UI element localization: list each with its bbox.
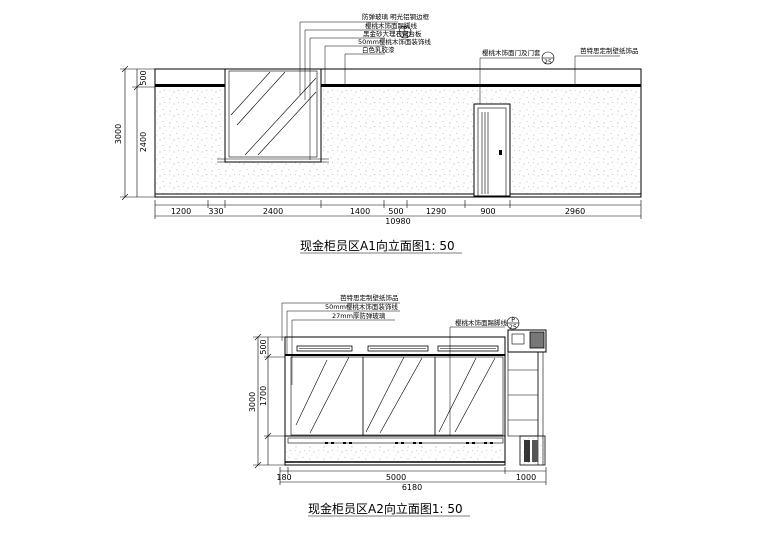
a2-base-texture <box>286 446 504 461</box>
a1-vertical-dims: 3000 500 2400 <box>114 65 155 201</box>
svg-text:P: P <box>511 317 515 324</box>
a2-title: 现金柜员区A2向立面图1: 50 <box>308 501 463 516</box>
a1-horizontal-dims: 1200 330 2400 1400 500 1290 900 2960 109… <box>154 200 642 226</box>
a1-note-trim: 50mm樱桃木饰面装饰线 <box>358 37 431 46</box>
a1-top-trim <box>155 84 641 87</box>
a1-leaders <box>299 21 620 160</box>
a2-outlets <box>325 442 493 444</box>
a2-note-glass: 27mm厚防弹玻璃 <box>332 311 386 320</box>
a1-dim-w3: 2400 <box>263 207 283 216</box>
a2-wall-outline <box>284 336 506 466</box>
elevation-a1: 3000 500 2400 1200 330 2400 1400 500 129… <box>114 12 642 254</box>
a1-door <box>473 103 511 197</box>
a2-note-skirting: 樱桃木饰面踢脚线 <box>455 318 508 327</box>
a1-dim-w5: 500 <box>388 207 403 216</box>
a2-vertical-dims: 3000 500 1700 <box>248 333 285 469</box>
a1-note-skirting: 樱桃木饰面踢脚线 <box>365 21 418 30</box>
a2-section-cut <box>507 329 547 466</box>
a2-note-wallpaper: 芭特思定制壁纸饰品 <box>340 293 399 302</box>
a2-leaders <box>281 302 505 436</box>
a1-dim-height-top: 500 <box>139 70 148 85</box>
svg-text:25: 25 <box>509 324 517 331</box>
svg-text:25: 25 <box>544 59 552 66</box>
a1-dim-w8: 2960 <box>565 207 585 216</box>
a2-section-tag: P 25 <box>506 316 520 331</box>
a2-dim-height-total: 3000 <box>248 392 257 412</box>
a1-dim-w1: 1200 <box>171 207 191 216</box>
a1-dim-height-total: 3000 <box>114 124 123 144</box>
a1-section-tag: P 25 <box>398 25 412 40</box>
a1-dim-w4: 1400 <box>350 207 370 216</box>
svg-text:P: P <box>403 26 407 33</box>
a2-note-trim: 50mm樱桃木饰面装饰线 <box>325 302 398 311</box>
a1-dim-w6: 1290 <box>426 207 446 216</box>
a1-dim-height-lower: 2400 <box>139 132 148 152</box>
a1-title: 现金柜员区A1向立面图1: 50 <box>300 238 455 253</box>
a1-note-glass: 防弹玻璃 明光铝钢边框 <box>362 12 430 21</box>
a1-dim-total: 10980 <box>385 217 410 226</box>
a1-note-wallpaper: 芭特思定制壁纸饰品 <box>580 46 639 55</box>
a1-window <box>217 68 329 163</box>
a2-dim-height-top: 500 <box>259 339 268 354</box>
a2-horizontal-dims: 180 5000 1000 6180 <box>276 467 547 492</box>
a1-door-tag: 25 <box>541 51 555 66</box>
elevation-a2: 3000 500 1700 180 5000 1000 6180 <box>248 293 547 517</box>
a1-wall-outline <box>154 68 642 198</box>
svg-text:25: 25 <box>401 33 409 40</box>
a2-dim-w3: 1000 <box>516 473 536 482</box>
a2-dim-w1: 180 <box>276 473 291 482</box>
a2-dim-height-mid: 1700 <box>259 386 268 406</box>
a2-dim-w2: 5000 <box>386 473 406 482</box>
a1-note-marble: 黑金砂大理石窗台板 <box>363 29 422 38</box>
a1-note-door: 樱桃木饰面门及门套 <box>482 48 541 57</box>
a1-dim-w2: 330 <box>208 207 223 216</box>
a1-note-paint: 白色乳胶漆 <box>362 45 395 54</box>
a2-glass-panels <box>290 356 504 436</box>
a2-dim-total: 6180 <box>402 483 422 492</box>
a1-dim-w7: 900 <box>480 207 495 216</box>
